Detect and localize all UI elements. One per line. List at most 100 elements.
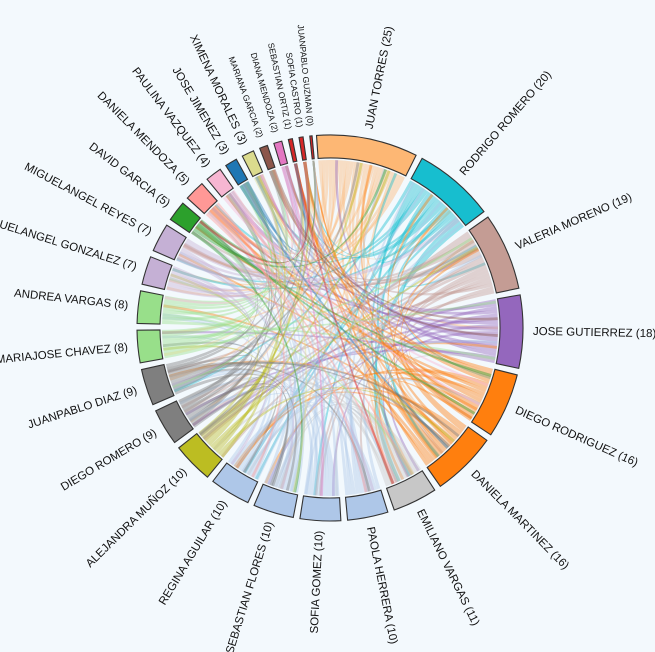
ribbon-46: [183, 234, 472, 414]
arc-jose-jimenez[interactable]: [224, 158, 249, 186]
arc-sebastian-ortiz[interactable]: [287, 138, 298, 163]
ribbon-133: [344, 408, 395, 495]
arc-alejandra-munoz[interactable]: [177, 432, 223, 478]
ribbon-231: [213, 169, 293, 260]
ribbon-111: [211, 207, 435, 462]
ribbon-5: [271, 160, 340, 247]
arc-miguelangel-gonzalez[interactable]: [141, 256, 173, 291]
ribbon-183: [167, 354, 252, 404]
arc-paola-herrera[interactable]: [344, 489, 389, 521]
ribbon-114: [278, 402, 422, 489]
ribbon-17: [303, 161, 382, 247]
ribbon-198: [162, 300, 497, 341]
label-emiliano-vargas: EMILIANO VARGAS (11): [414, 508, 481, 628]
ribbon-246: [260, 165, 304, 250]
ribbon-81: [162, 331, 495, 364]
ribbon-163: [230, 402, 368, 493]
ribbon-166: [217, 387, 455, 456]
ribbon-239: [245, 176, 291, 254]
ribbon-240: [253, 161, 312, 250]
label-juanpablo-diaz: JUANPABLO DIAZ (9): [26, 385, 138, 432]
arc-valeria-moreno[interactable]: [468, 216, 520, 294]
arc-daniela-martinez[interactable]: [426, 426, 488, 488]
ribbon-132: [304, 411, 356, 495]
ribbon-212: [169, 170, 288, 291]
arc-sofia-castro[interactable]: [298, 136, 307, 161]
arc-emiliano-vargas[interactable]: [385, 470, 436, 511]
arc-diana-mendoza[interactable]: [273, 140, 289, 167]
ribbon-47: [183, 237, 474, 286]
ribbon-100: [235, 387, 463, 469]
ribbon-140: [241, 405, 323, 496]
ribbon-125: [362, 201, 443, 490]
arc-regina-aguilar[interactable]: [212, 462, 259, 504]
ribbon-215: [171, 266, 252, 387]
ribbon-247: [293, 163, 395, 485]
ribbon-209: [166, 183, 274, 298]
ribbon-181: [181, 194, 270, 410]
ribbon-135: [294, 163, 340, 496]
arc-juan-torres[interactable]: [315, 134, 417, 177]
arc-paulina-vazquez[interactable]: [206, 168, 234, 198]
ribbon-171: [205, 163, 304, 444]
ribbon-50: [183, 242, 479, 288]
ribbon-143: [172, 371, 313, 495]
ribbon-112: [368, 400, 432, 485]
label-diego-romero: DIEGO ROMERO (9): [59, 427, 159, 494]
ribbon-65: [408, 247, 497, 311]
label-diego-rodriguez: DIEGO RODRIGUEZ (16): [513, 405, 640, 470]
ribbon-139: [293, 163, 326, 496]
label-daniela-mendoza: DANIELA MENDOZA (5): [95, 90, 192, 188]
ribbon-45: [191, 231, 470, 427]
ribbon-184: [174, 373, 289, 487]
chord-root: JUAN TORRES (25)RODRIGO ROMERO (20)VALER…: [0, 24, 655, 652]
ribbon-98: [400, 248, 480, 429]
ribbon-59: [318, 276, 491, 496]
arc-juanpablo-guzman[interactable]: [309, 135, 315, 160]
ribbon-19: [279, 169, 389, 490]
label-jose-gutierrez: JOSE GUTIERREZ (18): [533, 326, 655, 340]
arc-layer: [136, 134, 524, 522]
ribbon-95: [178, 253, 476, 415]
ribbon-236: [164, 189, 270, 305]
label-valeria-moreno: VALERIA MORENO (19): [514, 191, 634, 252]
arc-sebastian-flores[interactable]: [253, 483, 299, 519]
ribbon-248: [199, 161, 311, 264]
arc-diego-romero[interactable]: [154, 400, 194, 444]
arc-david-garcia[interactable]: [169, 202, 202, 234]
label-mariajose-chavez: MARIAJOSE CHAVEZ (8): [0, 342, 129, 367]
arc-diego-rodriguez[interactable]: [470, 368, 518, 436]
arc-sofia-gomez[interactable]: [299, 495, 342, 522]
ribbon-22: [183, 173, 399, 275]
ribbon-8: [169, 160, 351, 381]
ribbon-189: [168, 361, 451, 448]
label-sofia-gomez: SOFIA GOMEZ (10): [309, 530, 326, 634]
ribbon-175: [192, 386, 278, 474]
ribbon-105: [235, 391, 451, 469]
ribbon-218: [179, 166, 295, 278]
label-sebastian-flores: SEBASTIAN FLORES (10): [224, 520, 276, 652]
ribbon-187: [170, 368, 298, 491]
arc-daniela-mendoza[interactable]: [186, 182, 218, 215]
arc-andrea-vargas[interactable]: [136, 290, 164, 325]
label-rodrigo-romero: RODRIGO ROMERO (20): [458, 69, 554, 178]
arc-mariana-garcia[interactable]: [258, 144, 276, 171]
label-regina-aguilar: REGINA AGUILAR (10): [157, 498, 230, 607]
arc-mariajose-chavez[interactable]: [136, 329, 164, 364]
ribbon-39: [397, 210, 486, 287]
ribbon-70: [195, 225, 498, 325]
ribbon-146: [239, 184, 305, 493]
ribbon-4: [312, 160, 337, 245]
arc-jose-gutierrez[interactable]: [495, 294, 524, 370]
label-paola-herrera: PAOLA HERRERA (10): [364, 526, 399, 645]
ribbon-157: [248, 187, 426, 477]
ribbon-108: [393, 377, 478, 455]
arc-miguelangel-reyes[interactable]: [152, 224, 187, 261]
arc-ximena-morales[interactable]: [241, 150, 264, 178]
arc-juanpablo-diaz[interactable]: [140, 363, 175, 406]
ribbon-145: [211, 207, 305, 493]
arc-rodrigo-romero[interactable]: [410, 157, 485, 227]
ribbon-124: [335, 409, 390, 496]
ribbon-57: [404, 269, 489, 420]
